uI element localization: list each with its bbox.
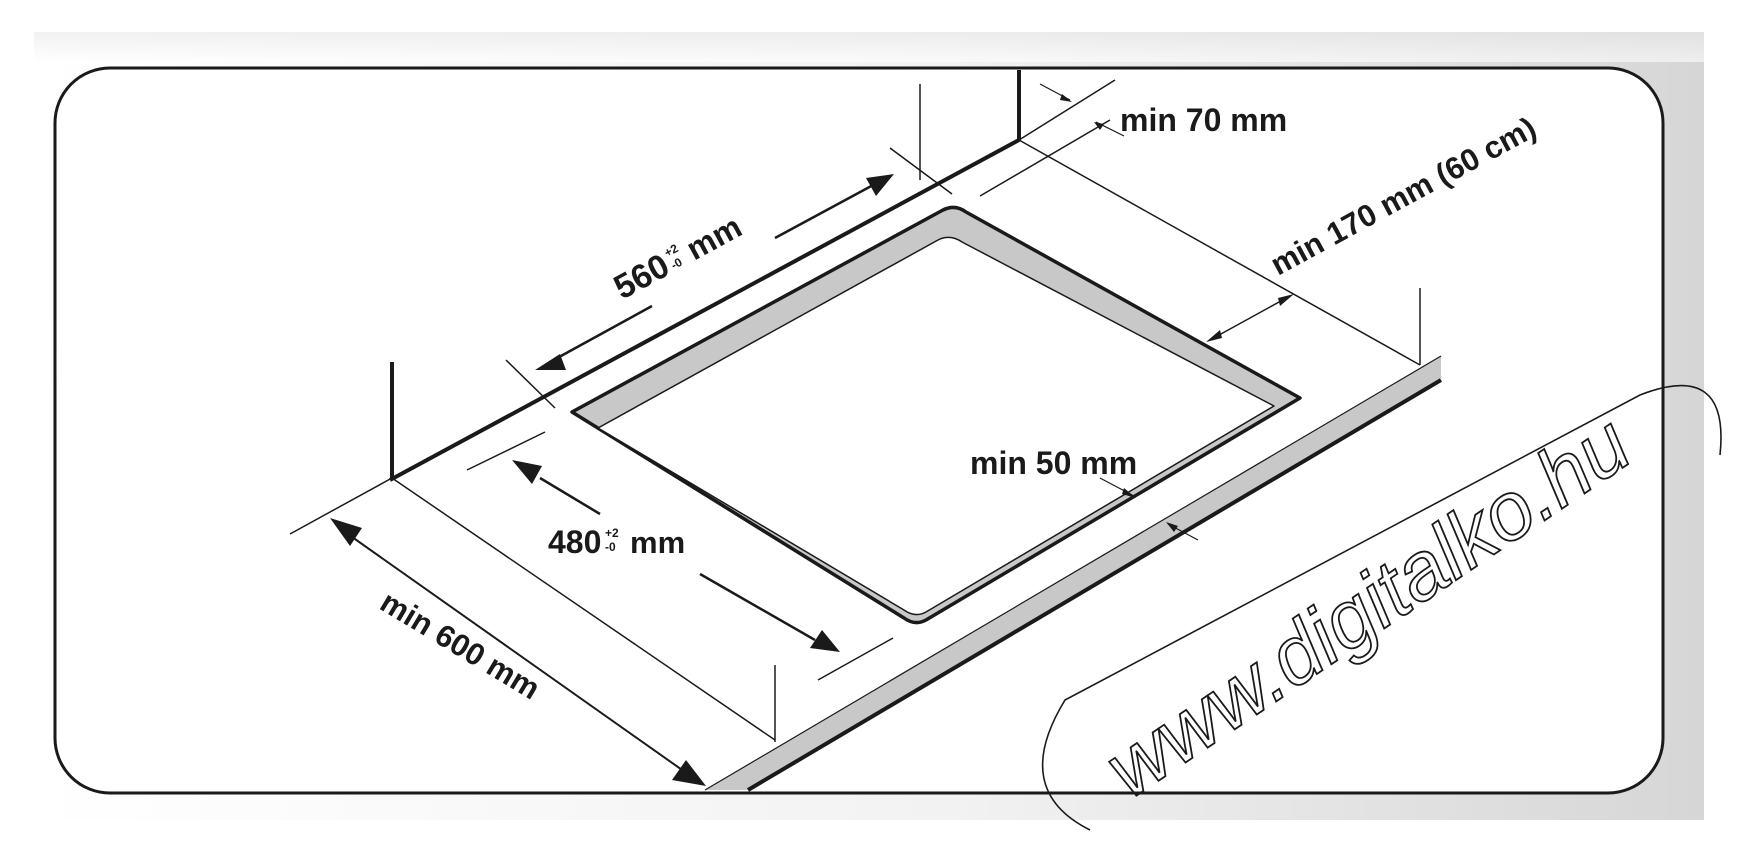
front-gap-label: min 50 mm <box>970 445 1137 481</box>
depth-ext-line-top <box>466 431 546 471</box>
background-top-band <box>34 32 1704 62</box>
width-tolerance-plus: +2 <box>662 241 681 260</box>
width-arrowhead-right <box>866 174 894 196</box>
worktop-depth-arrowhead-bottom <box>672 760 706 786</box>
depth-value-label: 480 <box>548 524 601 560</box>
side-gap-arrow <box>1209 295 1291 341</box>
rear-gap-line-b <box>979 119 1111 197</box>
front-gap-arrowhead-b <box>1166 522 1178 532</box>
depth-arrow-top-shaft <box>539 476 601 516</box>
rear-gap-arrowhead-a <box>1060 94 1072 102</box>
depth-tolerance-minus: -0 <box>605 540 616 554</box>
depth-arrowhead-bottom <box>810 630 840 652</box>
width-ext-line-left <box>505 359 556 409</box>
depth-ext-line-bottom <box>817 637 894 681</box>
left-side-line <box>391 477 776 741</box>
right-wall-line <box>1018 139 1421 366</box>
width-arrow-right-shaft <box>774 182 876 240</box>
side-gap-arrowhead-left <box>1206 330 1222 342</box>
rear-gap-line-a <box>1018 79 1116 141</box>
depth-unit-label: mm <box>630 525 685 560</box>
depth-tolerance-plus: +2 <box>605 526 619 540</box>
worktop-depth-arrowhead-top <box>330 518 362 546</box>
worktop-front-line <box>746 378 1443 792</box>
rear-gap-arrowhead-b <box>1094 122 1104 130</box>
worktop-front-top-line <box>704 355 1442 791</box>
rear-gap-label: min 70 mm <box>1120 102 1287 138</box>
worktop-depth-ext-top <box>289 477 393 535</box>
width-ext-line-right <box>889 147 953 195</box>
depth-arrowhead-top <box>512 460 542 484</box>
side-gap-arrowhead-right <box>1278 294 1294 306</box>
worktop-back-edge <box>389 138 1020 482</box>
width-arrowhead-left <box>535 354 566 370</box>
depth-arrow-bottom-shaft <box>699 572 816 642</box>
width-arrow-left-shaft <box>549 304 653 364</box>
watermark-pill <box>1041 384 1722 831</box>
front-gap-arrowhead-a <box>1122 488 1136 498</box>
cutout-opening <box>597 236 1275 616</box>
worktop-depth-arrow-shaft <box>344 531 686 773</box>
